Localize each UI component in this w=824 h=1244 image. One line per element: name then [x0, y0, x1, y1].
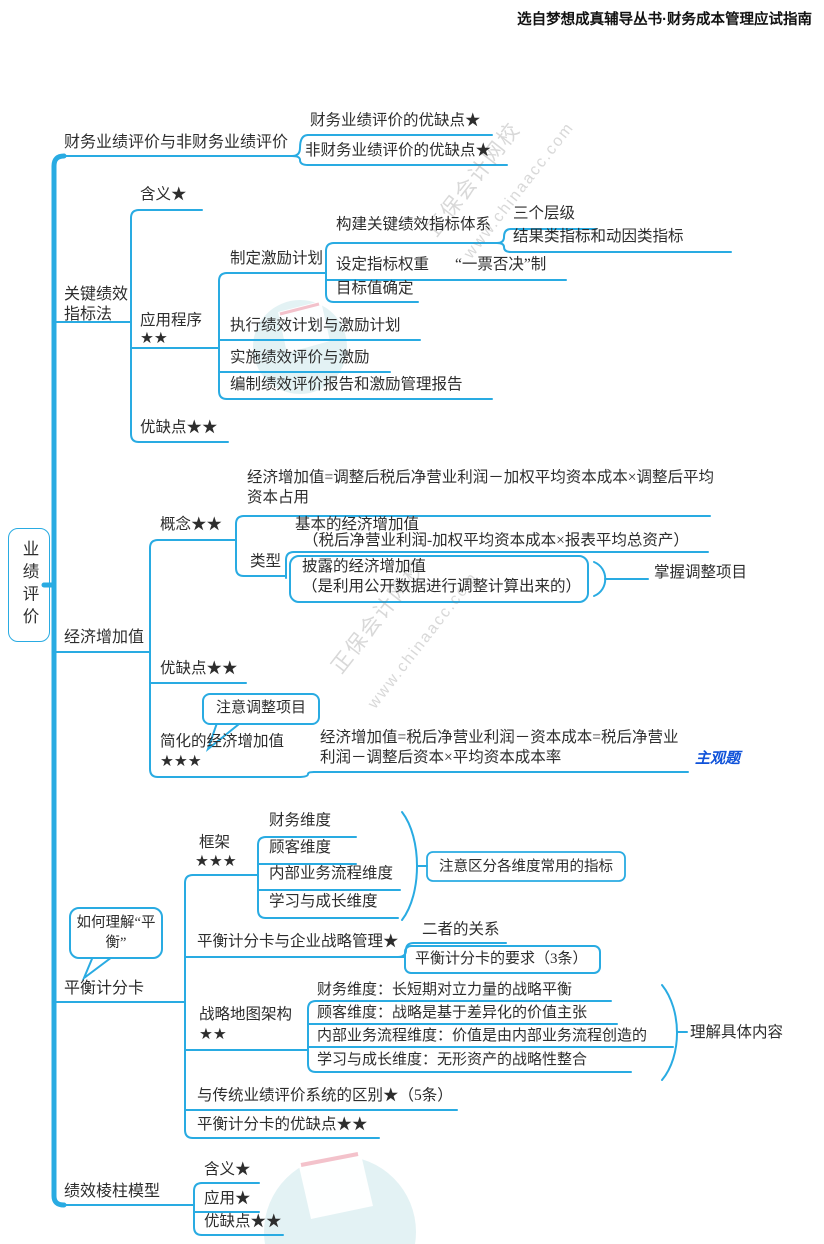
node-financial-proscons: 财务业绩评价的优缺点★	[310, 112, 481, 129]
node-nonfinancial-proscons: 非财务业绩评价的优缺点★	[305, 142, 492, 159]
callout-bubbles	[69, 693, 320, 981]
node-bsc-dim-internal: 内部业务流程维度	[269, 865, 394, 882]
node-eva-basic-note: （税后净营业利润-加权平均资本成本×报表平均总资产）	[303, 532, 689, 549]
node-bsc-requirements: 平衡计分卡的要求（3条）	[415, 951, 588, 967]
root-node-performance-evaluation: 业绩评价	[8, 528, 50, 642]
node-kpi-indicators: 结果类指标和动因类指标	[513, 228, 684, 245]
node-eva-concept: 概念★★	[160, 516, 223, 533]
node-eva: 经济增加值	[64, 629, 145, 646]
node-kpi-plan: 制定激励计划	[230, 250, 324, 267]
node-eva-simplified-formula: 经济增加值=税后净营业利润－资本成本=税后净营业利润－调整后资本×平均资本成本率	[320, 729, 679, 766]
page-header-source: 选自梦想成真辅导丛书·财务成本管理应试指南	[517, 12, 812, 28]
node-bsc-proscons: 平衡计分卡的优缺点★★	[197, 1116, 368, 1133]
callout-understand-balance: 如何理解“平衡”	[76, 915, 156, 951]
node-financial-vs-nonfinancial: 财务业绩评价与非财务业绩评价	[64, 134, 289, 151]
node-eva-disclosed-note: （是利用公开数据进行调整计算出来的）	[302, 578, 582, 595]
node-eva-disclosed: 披露的经济增加值	[302, 558, 427, 575]
callout-note-adjustments: 注意调整项目	[215, 700, 306, 716]
node-bsc-map-customer: 顾客维度：战略是基于差异化的价值主张	[317, 1005, 588, 1021]
node-eva-formula: 经济增加值=调整后税后净营业利润－加权平均资本成本×调整后平均资本占用	[247, 469, 714, 506]
main-trunk	[41, 153, 67, 1208]
node-prism-proscons: 优缺点★★	[204, 1213, 282, 1230]
node-bsc-relation: 二者的关系	[422, 921, 500, 938]
node-eva-type: 类型	[250, 553, 282, 570]
node-bsc-map-internal: 内部业务流程维度：价值是由内部业务流程创造的	[317, 1028, 648, 1044]
node-kpi-weight: 设定指标权重	[336, 256, 430, 273]
node-eva-grasp-adjustments: 掌握调整项目	[654, 564, 748, 581]
node-kpi-meaning: 含义★	[140, 186, 187, 203]
branch-lines	[53, 134, 732, 1236]
node-kpi-veto: “一票否决”制	[455, 256, 547, 273]
node-bsc-strategy-map-stars: ★★	[199, 1026, 227, 1043]
node-eva-proscons: 优缺点★★	[160, 660, 238, 677]
node-bsc-dim-finance: 财务维度	[269, 812, 332, 829]
node-kpi-three-levels: 三个层级	[513, 205, 576, 222]
node-eva-simplified-stars: ★★★	[160, 753, 202, 770]
node-kpi-procedure-stars: ★★	[140, 330, 168, 347]
node-kpi-execute: 执行绩效计划与激励计划	[230, 317, 401, 334]
node-bsc-framework-stars: ★★★	[195, 853, 237, 870]
node-bsc-map-learning: 学习与成长维度：无形资产的战略性整合	[317, 1052, 588, 1068]
brand-logo-watermark	[253, 300, 416, 1244]
node-bsc: 平衡计分卡	[64, 980, 145, 997]
node-bsc-difference: 与传统业绩评价系统的区别★（5条）	[197, 1087, 453, 1104]
node-bsc-strategy-management: 平衡计分卡与企业战略管理★	[197, 933, 399, 950]
node-kpi-proscons: 优缺点★★	[140, 419, 218, 436]
node-kpi-method: 关键绩效指标法	[64, 286, 129, 323]
node-prism-meaning: 含义★	[204, 1161, 251, 1178]
node-kpi-procedure: 应用程序	[140, 312, 203, 329]
note-understand-details: 理解具体内容	[690, 1024, 784, 1041]
node-eva-basic: 基本的经济增加值	[295, 516, 420, 533]
node-bsc-dim-learning: 学习与成长维度	[269, 893, 378, 910]
node-bsc-dim-customer: 顾客维度	[269, 839, 332, 856]
node-prism-application: 应用★	[204, 1190, 251, 1207]
node-bsc-framework: 框架	[199, 834, 231, 851]
node-kpi-implement: 实施绩效评价与激励	[230, 349, 370, 366]
node-kpi-target: 目标值确定	[336, 280, 414, 297]
node-bsc-strategy-map: 战略地图架构	[199, 1006, 293, 1023]
node-kpi-report: 编制绩效评价报告和激励管理报告	[230, 376, 463, 393]
node-eva-simplified: 简化的经济增加值	[160, 733, 285, 750]
subjective-question-tag: 主观题	[695, 750, 741, 767]
node-prism: 绩效棱柱模型	[64, 1183, 161, 1200]
node-bsc-map-finance: 财务维度：长短期对立力量的战略平衡	[317, 982, 573, 998]
node-kpi-build-system: 构建关键绩效指标体系	[336, 216, 492, 233]
note-distinguish-dimension-indicators: 注意区分各维度常用的指标	[439, 859, 613, 875]
